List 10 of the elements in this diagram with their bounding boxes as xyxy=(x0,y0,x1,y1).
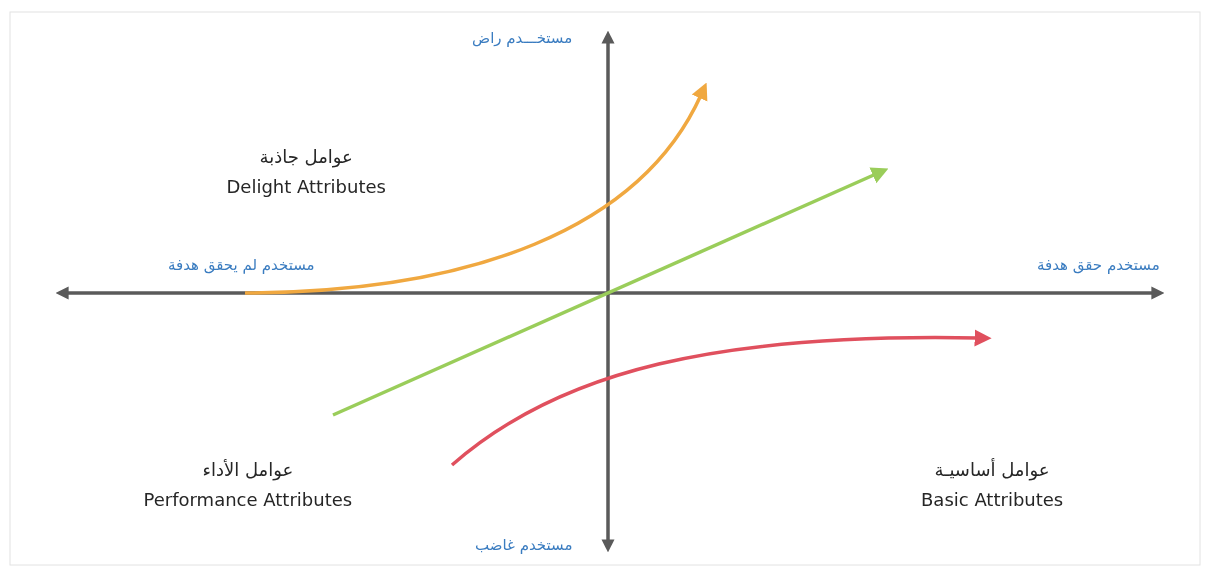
quadrant-label: عوامل جاذبة xyxy=(259,146,353,168)
quadrant-label: Basic Attributes xyxy=(921,489,1064,511)
axis-label: مستخـــدم راض xyxy=(472,29,573,47)
quadrant-label: Delight Attributes xyxy=(226,176,386,198)
quadrant-label: Performance Attributes xyxy=(143,489,353,511)
axis-label: مستخدم لم يحقق هدفة xyxy=(168,256,315,274)
quadrant-label: عوامل أساسيـة xyxy=(934,459,1050,481)
quadrant-label: عوامل الأداء xyxy=(202,459,294,481)
axis-label: مستخدم غاضب xyxy=(475,536,573,554)
axis-label: مستخدم حقق هدفة xyxy=(1037,256,1160,274)
